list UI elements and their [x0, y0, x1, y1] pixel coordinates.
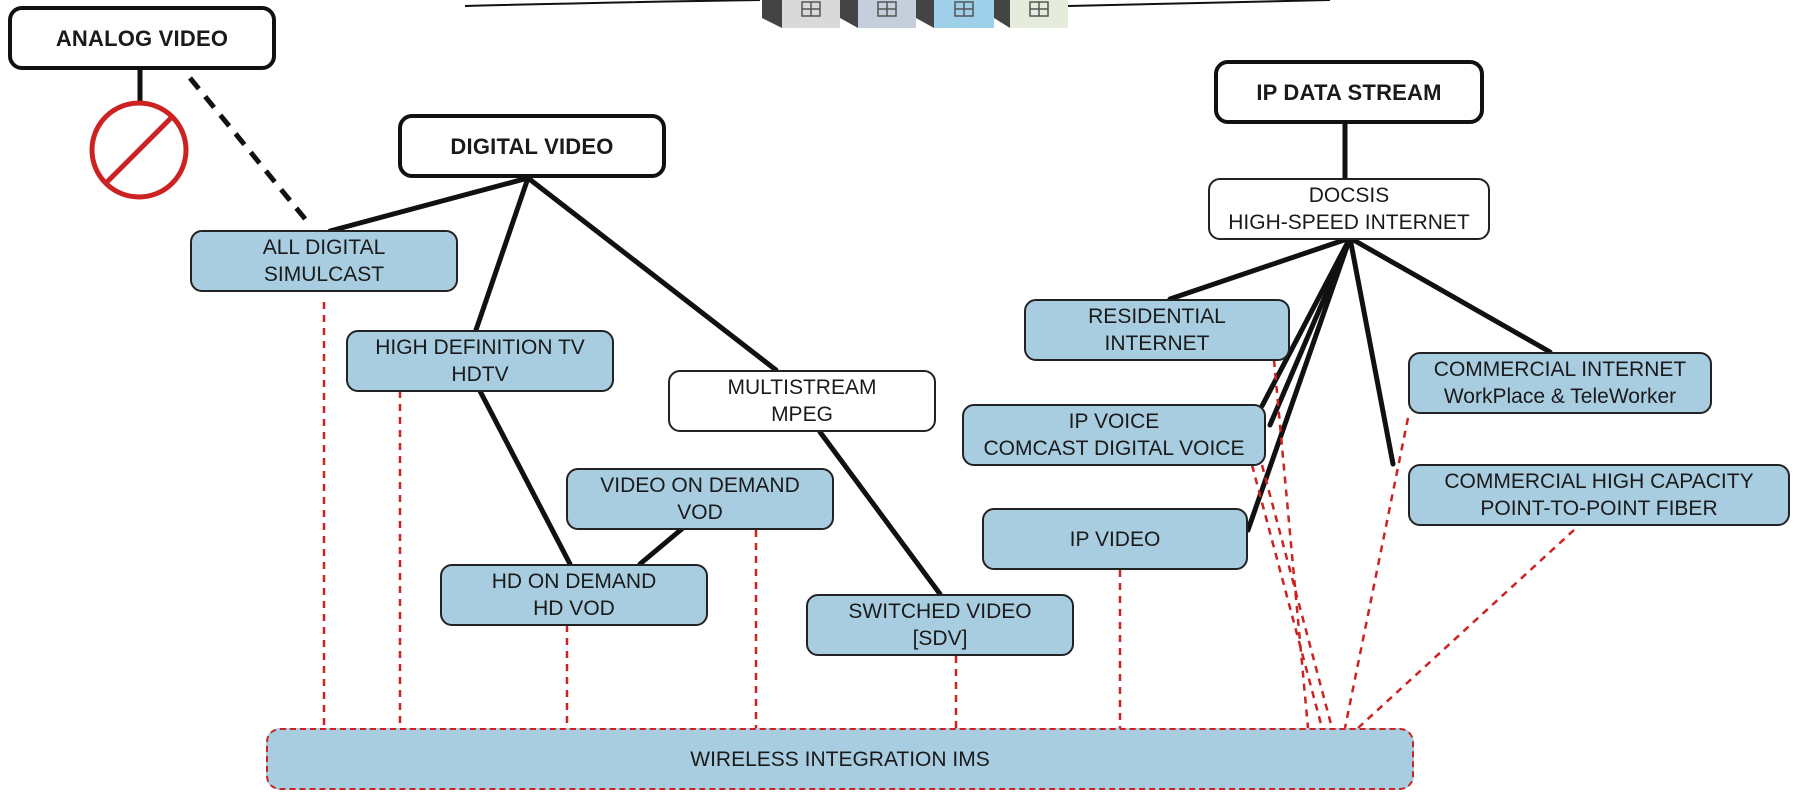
commercial-internet-node: COMMERCIAL INTERNET WorkPlace & TeleWork…	[1408, 352, 1712, 414]
hd-vod-node: HD ON DEMAND HD VOD	[440, 564, 708, 626]
building-block-icon	[994, 0, 1068, 28]
analog-to-simulcast-dashed-line	[188, 76, 308, 222]
docsis-label: DOCSIS HIGH-SPEED INTERNET	[1228, 184, 1470, 234]
ip-video-label: IP VIDEO	[1069, 527, 1161, 551]
multistream-mpeg-node: MULTISTREAM MPEG	[668, 370, 936, 432]
digital-to-multistream-line	[525, 175, 779, 373]
top-blocks	[464, 0, 1331, 28]
ip-voice-label: IP VOICE COMCAST DIGITAL VOICE	[983, 410, 1245, 460]
building-block-icon	[840, 0, 916, 28]
top-curve-left	[464, 0, 761, 7]
commercial-internet-wireless-link	[1343, 417, 1410, 729]
vod-to-hdvod-line	[637, 525, 686, 567]
high-capacity-wireless-link	[1357, 529, 1575, 729]
all-digital-simulcast-label: ALL DIGITAL SIMULCAST	[262, 236, 386, 286]
docsis-to-commercial-internet-line	[1347, 235, 1553, 355]
hdtv-node: HIGH DEFINITION TV HDTV	[346, 330, 614, 392]
commercial-internet-label: COMMERCIAL INTERNET WorkPlace & TeleWork…	[1433, 358, 1687, 408]
vod-label: VIDEO ON DEMAND VOD	[600, 474, 800, 524]
all-digital-simulcast-node: ALL DIGITAL SIMULCAST	[190, 230, 458, 292]
ip-data-stream-node: IP DATA STREAM	[1214, 60, 1484, 124]
wireless-integration-node: WIRELESS INTEGRATION IMS	[266, 728, 1414, 790]
docsis-to-residential-line	[1167, 235, 1353, 302]
building-block-icon	[762, 0, 840, 28]
switched-video-node: SWITCHED VIDEO [SDV]	[806, 594, 1074, 656]
commercial-high-capacity-label: COMMERCIAL HIGH CAPACITY POINT-TO-POINT …	[1444, 470, 1754, 520]
hdtv-to-hdvod-line	[477, 388, 573, 567]
digital-video-node: DIGITAL VIDEO	[398, 114, 666, 178]
docsis-node: DOCSIS HIGH-SPEED INTERNET	[1208, 178, 1490, 240]
ip-voice-node: IP VOICE COMCAST DIGITAL VOICE	[962, 404, 1266, 466]
ip-data-stream-label: IP DATA STREAM	[1256, 79, 1442, 105]
analog-video-node: ANALOG VIDEO	[8, 6, 276, 70]
wireless-links	[322, 302, 1575, 729]
wireless-integration-label: WIRELESS INTEGRATION IMS	[690, 747, 990, 771]
ipvoice-wireless-link	[1250, 464, 1324, 729]
ip-video-node: IP VIDEO	[982, 508, 1248, 570]
digital-to-hdtv-line	[473, 175, 531, 333]
top-curve-right	[1067, 0, 1331, 7]
residential-internet-node: RESIDENTIAL INTERNET	[1024, 299, 1290, 361]
analog-video-label: ANALOG VIDEO	[55, 25, 229, 51]
hd-vod-label: HD ON DEMAND HD VOD	[491, 570, 657, 620]
digital-to-simulcast-line	[327, 175, 531, 234]
hierarchy-lines	[137, 67, 1553, 597]
multistream-to-sdv-line	[817, 429, 943, 597]
multistream-mpeg-label: MULTISTREAM MPEG	[727, 376, 877, 426]
vod-node: VIDEO ON DEMAND VOD	[566, 468, 834, 530]
docsis-to-ipvideo-line	[1245, 235, 1353, 533]
switched-video-label: SWITCHED VIDEO [SDV]	[848, 600, 1032, 650]
residential-internet-label: RESIDENTIAL INTERNET	[1088, 305, 1226, 355]
digital-video-label: DIGITAL VIDEO	[450, 133, 614, 159]
building-block-icon	[916, 0, 994, 28]
hdtv-label: HIGH DEFINITION TV HDTV	[375, 336, 585, 386]
docsis-to-high-capacity-line	[1347, 235, 1396, 467]
prohibition-icon	[89, 100, 189, 200]
residential-wireless-link	[1272, 359, 1310, 729]
ipvoice-wireless-link-2	[1260, 464, 1334, 729]
commercial-high-capacity-node: COMMERCIAL HIGH CAPACITY POINT-TO-POINT …	[1408, 464, 1790, 526]
